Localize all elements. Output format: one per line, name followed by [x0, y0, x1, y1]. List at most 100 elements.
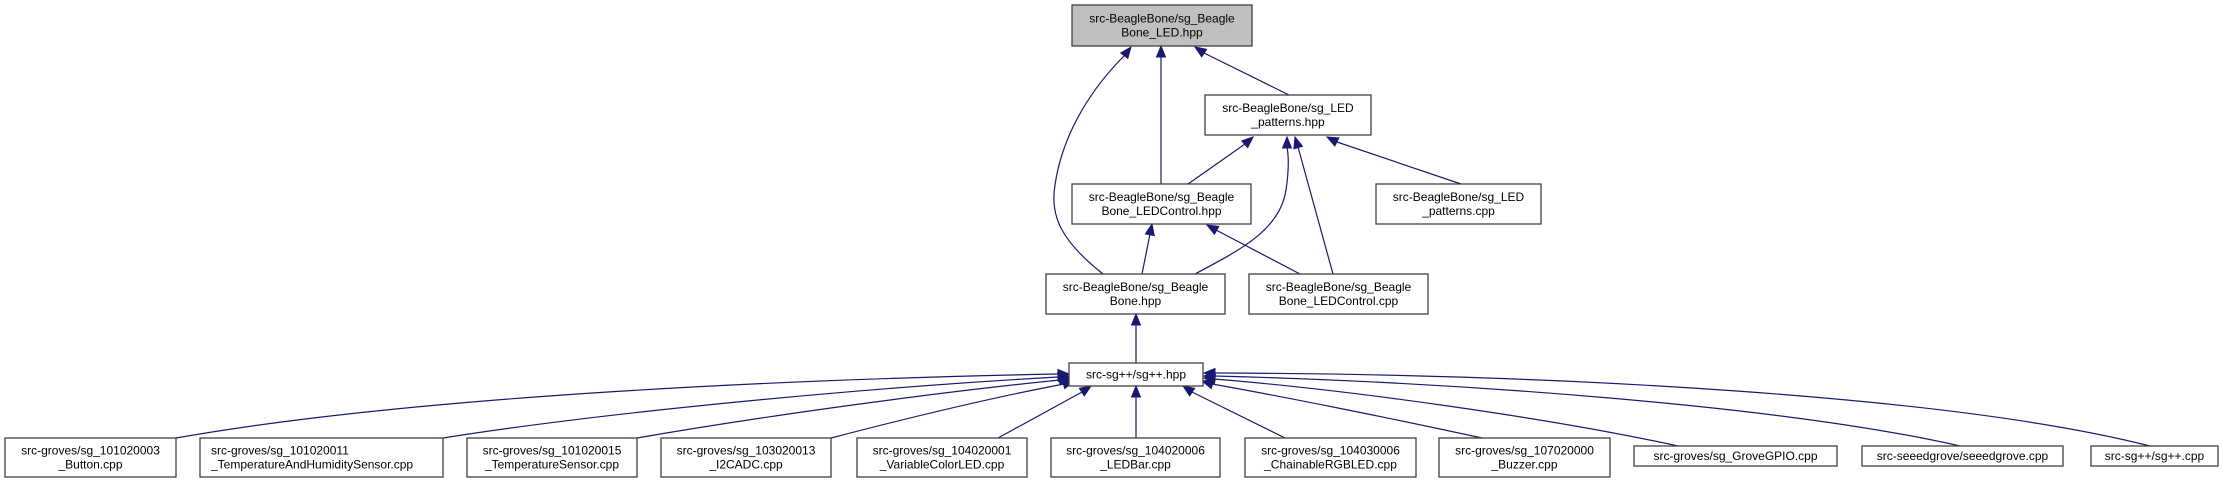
- node-label-line: src-BeagleBone/sg_LED: [1222, 101, 1354, 115]
- node-buzzer-cpp[interactable]: src-groves/sg_107020000_Buzzer.cpp: [1438, 437, 1611, 478]
- node-label-line: src-groves/sg_103020013: [677, 444, 816, 458]
- node-temphum-cpp[interactable]: src-groves/sg_101020011_TemperatureAndHu…: [199, 437, 444, 478]
- node-label-line: Bone_LEDControl.hpp: [1101, 204, 1221, 218]
- edge-ledcontrol_cpp-to-ledcontrol_hpp: [1205, 224, 1301, 275]
- edge-varled_cpp-to-sgpp_hpp: [997, 385, 1093, 439]
- edge-button_cpp-to-sgpp_hpp: [175, 368, 1071, 439]
- edge-sgpp_hpp-to-beaglebone_hpp: [1130, 312, 1142, 363]
- node-temp-cpp[interactable]: src-groves/sg_101020015_TemperatureSenso…: [466, 437, 638, 478]
- node-label-line: Bone_LEDControl.cpp: [1279, 294, 1399, 308]
- node-label-line: src-groves/sg_107020000: [1455, 444, 1594, 458]
- node-box[interactable]: [1375, 183, 1542, 225]
- node-ledcontrol-cpp[interactable]: src-BeagleBone/sg_BeagleBone_LEDControl.…: [1248, 273, 1429, 315]
- node-sgpp-hpp[interactable]: src-sg++/sg++.hpp: [1068, 362, 1204, 387]
- edge-temphum_cpp-to-sgpp_hpp: [442, 371, 1071, 439]
- node-patterns-cpp[interactable]: src-BeagleBone/sg_LED_patterns.cpp: [1375, 183, 1542, 225]
- node-label-line: src-seeedgrove/seeedgrove.cpp: [1877, 449, 2049, 463]
- node-box[interactable]: [466, 437, 638, 478]
- node-label-line: src-BeagleBone/sg_Beagle: [1063, 280, 1209, 294]
- node-box[interactable]: [1248, 273, 1429, 315]
- edge-line: [1211, 383, 1483, 439]
- edge-ledcontrol_hpp-to-patterns_hpp: [1187, 136, 1254, 185]
- edge-line: [1191, 391, 1286, 439]
- node-label-line: src-sg++/sg++.hpp: [1086, 368, 1186, 382]
- arrowhead-icon: [1240, 136, 1254, 149]
- node-label-line: src-BeagleBone/sg_LED: [1393, 190, 1525, 204]
- node-rgbled-cpp[interactable]: src-groves/sg_104030006_ChainableRGBLED.…: [1244, 437, 1417, 478]
- node-box[interactable]: [1204, 94, 1372, 136]
- node-label-line: src-groves/sg_101020015: [483, 444, 622, 458]
- node-box[interactable]: [1045, 273, 1226, 315]
- edge-patterns_hpp-to-led_hpp: [1193, 46, 1290, 96]
- edge-temp_cpp-to-sgpp_hpp: [636, 375, 1072, 439]
- edge-line: [1203, 52, 1290, 96]
- node-label-line: src-sg++/sg++.cpp: [2105, 449, 2205, 463]
- edge-rgbled_cpp-to-sgpp_hpp: [1181, 385, 1286, 439]
- edge-beaglebone_hpp-to-patterns_hpp: [1194, 135, 1293, 275]
- arrowhead-icon: [1205, 224, 1220, 236]
- node-box[interactable]: [199, 437, 444, 478]
- edge-buzzer_cpp-to-sgpp_hpp: [1200, 379, 1483, 439]
- node-box[interactable]: [1244, 437, 1417, 478]
- arrowhead-icon: [1078, 385, 1093, 397]
- node-label-line: _LEDBar.cpp: [1099, 458, 1171, 472]
- node-label-line: Bone.hpp: [1110, 294, 1162, 308]
- edge-line: [1297, 146, 1334, 275]
- node-box[interactable]: [660, 437, 832, 478]
- node-label-line: src-groves/sg_GroveGPIO.cpp: [1653, 449, 1817, 463]
- arrowhead-icon: [1325, 136, 1340, 147]
- nodes-layer: src-BeagleBone/sg_BeagleBone_LED.hpp src-…: [4, 4, 2219, 478]
- node-box[interactable]: [1071, 183, 1252, 225]
- node-box[interactable]: [1050, 437, 1221, 478]
- edge-seeed_cpp-to-sgpp_hpp: [1202, 370, 1961, 447]
- node-ledbar-cpp[interactable]: src-groves/sg_104020006_LEDBar.cpp: [1050, 437, 1221, 478]
- arrowhead-icon: [1130, 312, 1142, 326]
- arrowhead-icon: [1144, 222, 1155, 237]
- node-box[interactable]: [1633, 445, 1838, 467]
- node-label-line: _patterns.cpp: [1421, 204, 1495, 218]
- node-box: [1071, 4, 1253, 47]
- node-beaglebone-hpp[interactable]: src-BeagleBone/sg_BeagleBone.hpp: [1045, 273, 1226, 315]
- node-label-line: _TemperatureSensor.cpp: [484, 458, 619, 472]
- node-led-hpp: src-BeagleBone/sg_BeagleBone_LED.hpp: [1071, 4, 1253, 47]
- node-i2cadc-cpp[interactable]: src-groves/sg_103020013_I2CADC.cpp: [660, 437, 832, 478]
- node-box[interactable]: [1068, 362, 1204, 387]
- edge-beaglebone_hpp-to-ledcontrol_hpp: [1141, 222, 1155, 275]
- edges-layer: [175, 44, 2151, 447]
- node-label-line: _ChainableRGBLED.cpp: [1263, 458, 1397, 472]
- edge-line: [1213, 378, 1679, 447]
- node-label-line: src-groves/sg_104020006: [1066, 444, 1205, 458]
- node-label-line: src-groves/sg_104030006: [1261, 444, 1400, 458]
- node-box[interactable]: [1861, 445, 2064, 467]
- node-button-cpp[interactable]: src-groves/sg_101020003_Button.cpp: [4, 437, 177, 478]
- arrowhead-icon: [1155, 44, 1167, 58]
- node-label-line: _Button.cpp: [57, 458, 122, 472]
- node-patterns-hpp[interactable]: src-BeagleBone/sg_LED_patterns.hpp: [1204, 94, 1372, 136]
- node-label-line: _patterns.hpp: [1250, 115, 1325, 129]
- node-gpio-cpp[interactable]: src-groves/sg_GroveGPIO.cpp: [1633, 445, 1838, 467]
- arrowhead-icon: [1281, 135, 1293, 149]
- edge-ledbar_cpp-to-sgpp_hpp: [1130, 384, 1142, 438]
- edge-patterns_cpp-to-patterns_hpp: [1325, 136, 1462, 185]
- node-label-line: src-BeagleBone/sg_Beagle: [1089, 190, 1235, 204]
- node-seeed-cpp[interactable]: src-seeedgrove/seeedgrove.cpp: [1861, 445, 2064, 467]
- node-box[interactable]: [2090, 445, 2219, 467]
- node-box[interactable]: [856, 437, 1028, 478]
- edge-line: [1187, 143, 1246, 185]
- node-varled-cpp[interactable]: src-groves/sg_104020001_VariableColorLED…: [856, 437, 1028, 478]
- arrowhead-icon: [1293, 135, 1304, 150]
- edge-line: [1215, 229, 1301, 275]
- edge-i2cadc_cpp-to-sgpp_hpp: [830, 379, 1076, 439]
- edge-line: [636, 379, 1061, 439]
- edge-line: [1053, 55, 1125, 275]
- edge-line: [1213, 375, 1961, 447]
- node-label-line: src-groves/sg_101020003: [21, 444, 160, 458]
- node-ledcontrol-hpp[interactable]: src-BeagleBone/sg_BeagleBone_LEDControl.…: [1071, 183, 1252, 225]
- node-box[interactable]: [4, 437, 177, 478]
- edge-line: [175, 373, 1059, 439]
- edge-line: [442, 376, 1059, 439]
- node-sgpp-cpp[interactable]: src-sg++/sg++.cpp: [2090, 445, 2219, 467]
- node-box[interactable]: [1438, 437, 1611, 478]
- node-label-line: _TemperatureAndHumiditySensor.cpp: [210, 458, 413, 472]
